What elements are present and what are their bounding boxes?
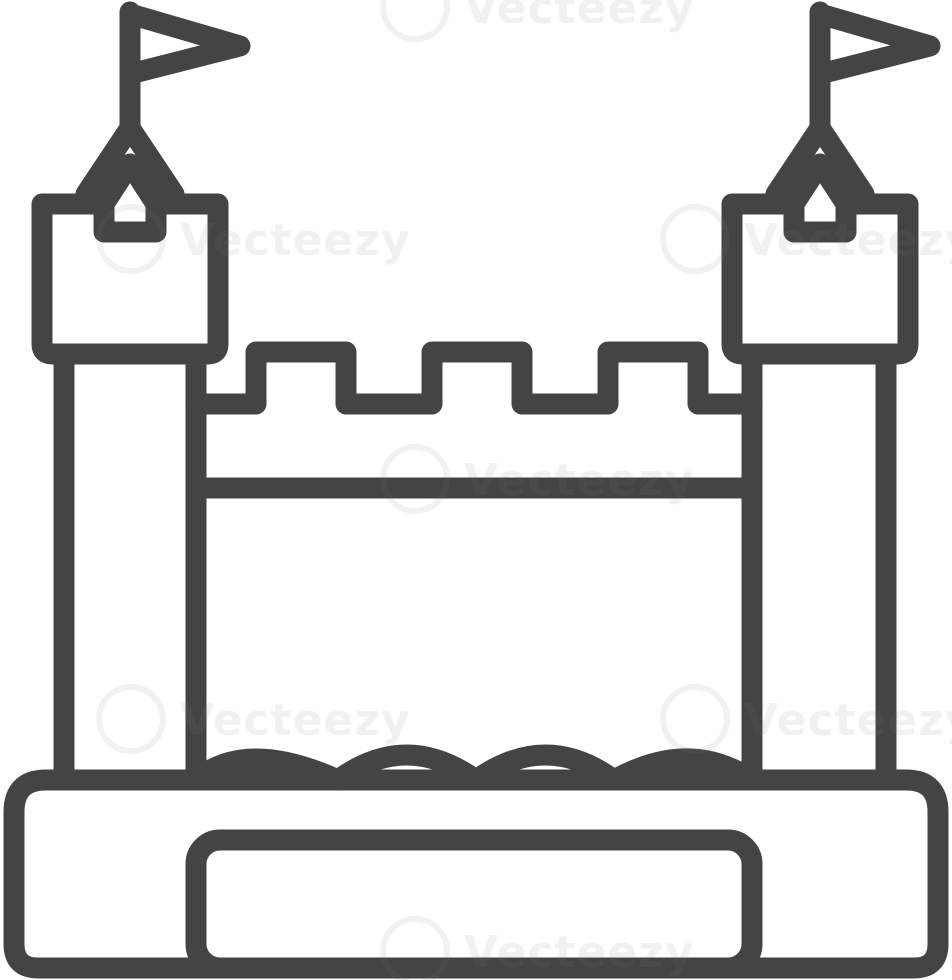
base-inner-panel	[185, 829, 763, 979]
left-roof-inner	[93, 153, 167, 215]
right-flag	[809, 3, 941, 85]
right-tower-top	[721, 193, 919, 365]
right-tower-roof	[765, 117, 875, 205]
left-flag	[119, 3, 251, 85]
left-tower-top	[31, 193, 229, 365]
left-tower-roof	[75, 117, 185, 205]
right-roof-inner	[783, 153, 857, 215]
battlement-wall	[185, 341, 763, 415]
bouncy-base	[3, 769, 949, 979]
